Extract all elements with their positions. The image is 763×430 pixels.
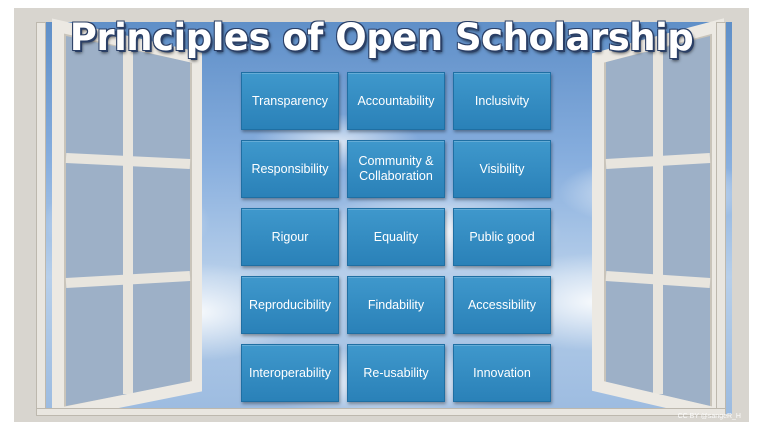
principle-tile: Transparency bbox=[241, 72, 339, 130]
principle-tile: Responsibility bbox=[241, 140, 339, 198]
principle-tile: Public good bbox=[453, 208, 551, 266]
principle-tile: Equality bbox=[347, 208, 445, 266]
right-window-shutter bbox=[588, 18, 748, 416]
principle-tile: Re-usability bbox=[347, 344, 445, 402]
principles-grid: Transparency Accountability Inclusivity … bbox=[241, 72, 552, 403]
principle-tile: Community & Collaboration bbox=[347, 140, 445, 198]
license-credit: CC BY @sangeR_H bbox=[677, 413, 741, 420]
principle-tile: Visibility bbox=[453, 140, 551, 198]
left-window-shutter bbox=[22, 18, 202, 416]
principle-tile: Findability bbox=[347, 276, 445, 334]
principle-tile: Accountability bbox=[347, 72, 445, 130]
principle-tile: Inclusivity bbox=[453, 72, 551, 130]
window-frame-left bbox=[36, 22, 46, 414]
window-frame-bottom bbox=[36, 408, 726, 416]
window-frame-right bbox=[716, 22, 726, 414]
principle-tile: Interoperability bbox=[241, 344, 339, 402]
principle-tile: Innovation bbox=[453, 344, 551, 402]
principle-tile: Accessibility bbox=[453, 276, 551, 334]
principle-tile: Rigour bbox=[241, 208, 339, 266]
slide-title: Principles of Open Scholarship bbox=[69, 16, 694, 59]
principle-tile: Reproducibility bbox=[241, 276, 339, 334]
